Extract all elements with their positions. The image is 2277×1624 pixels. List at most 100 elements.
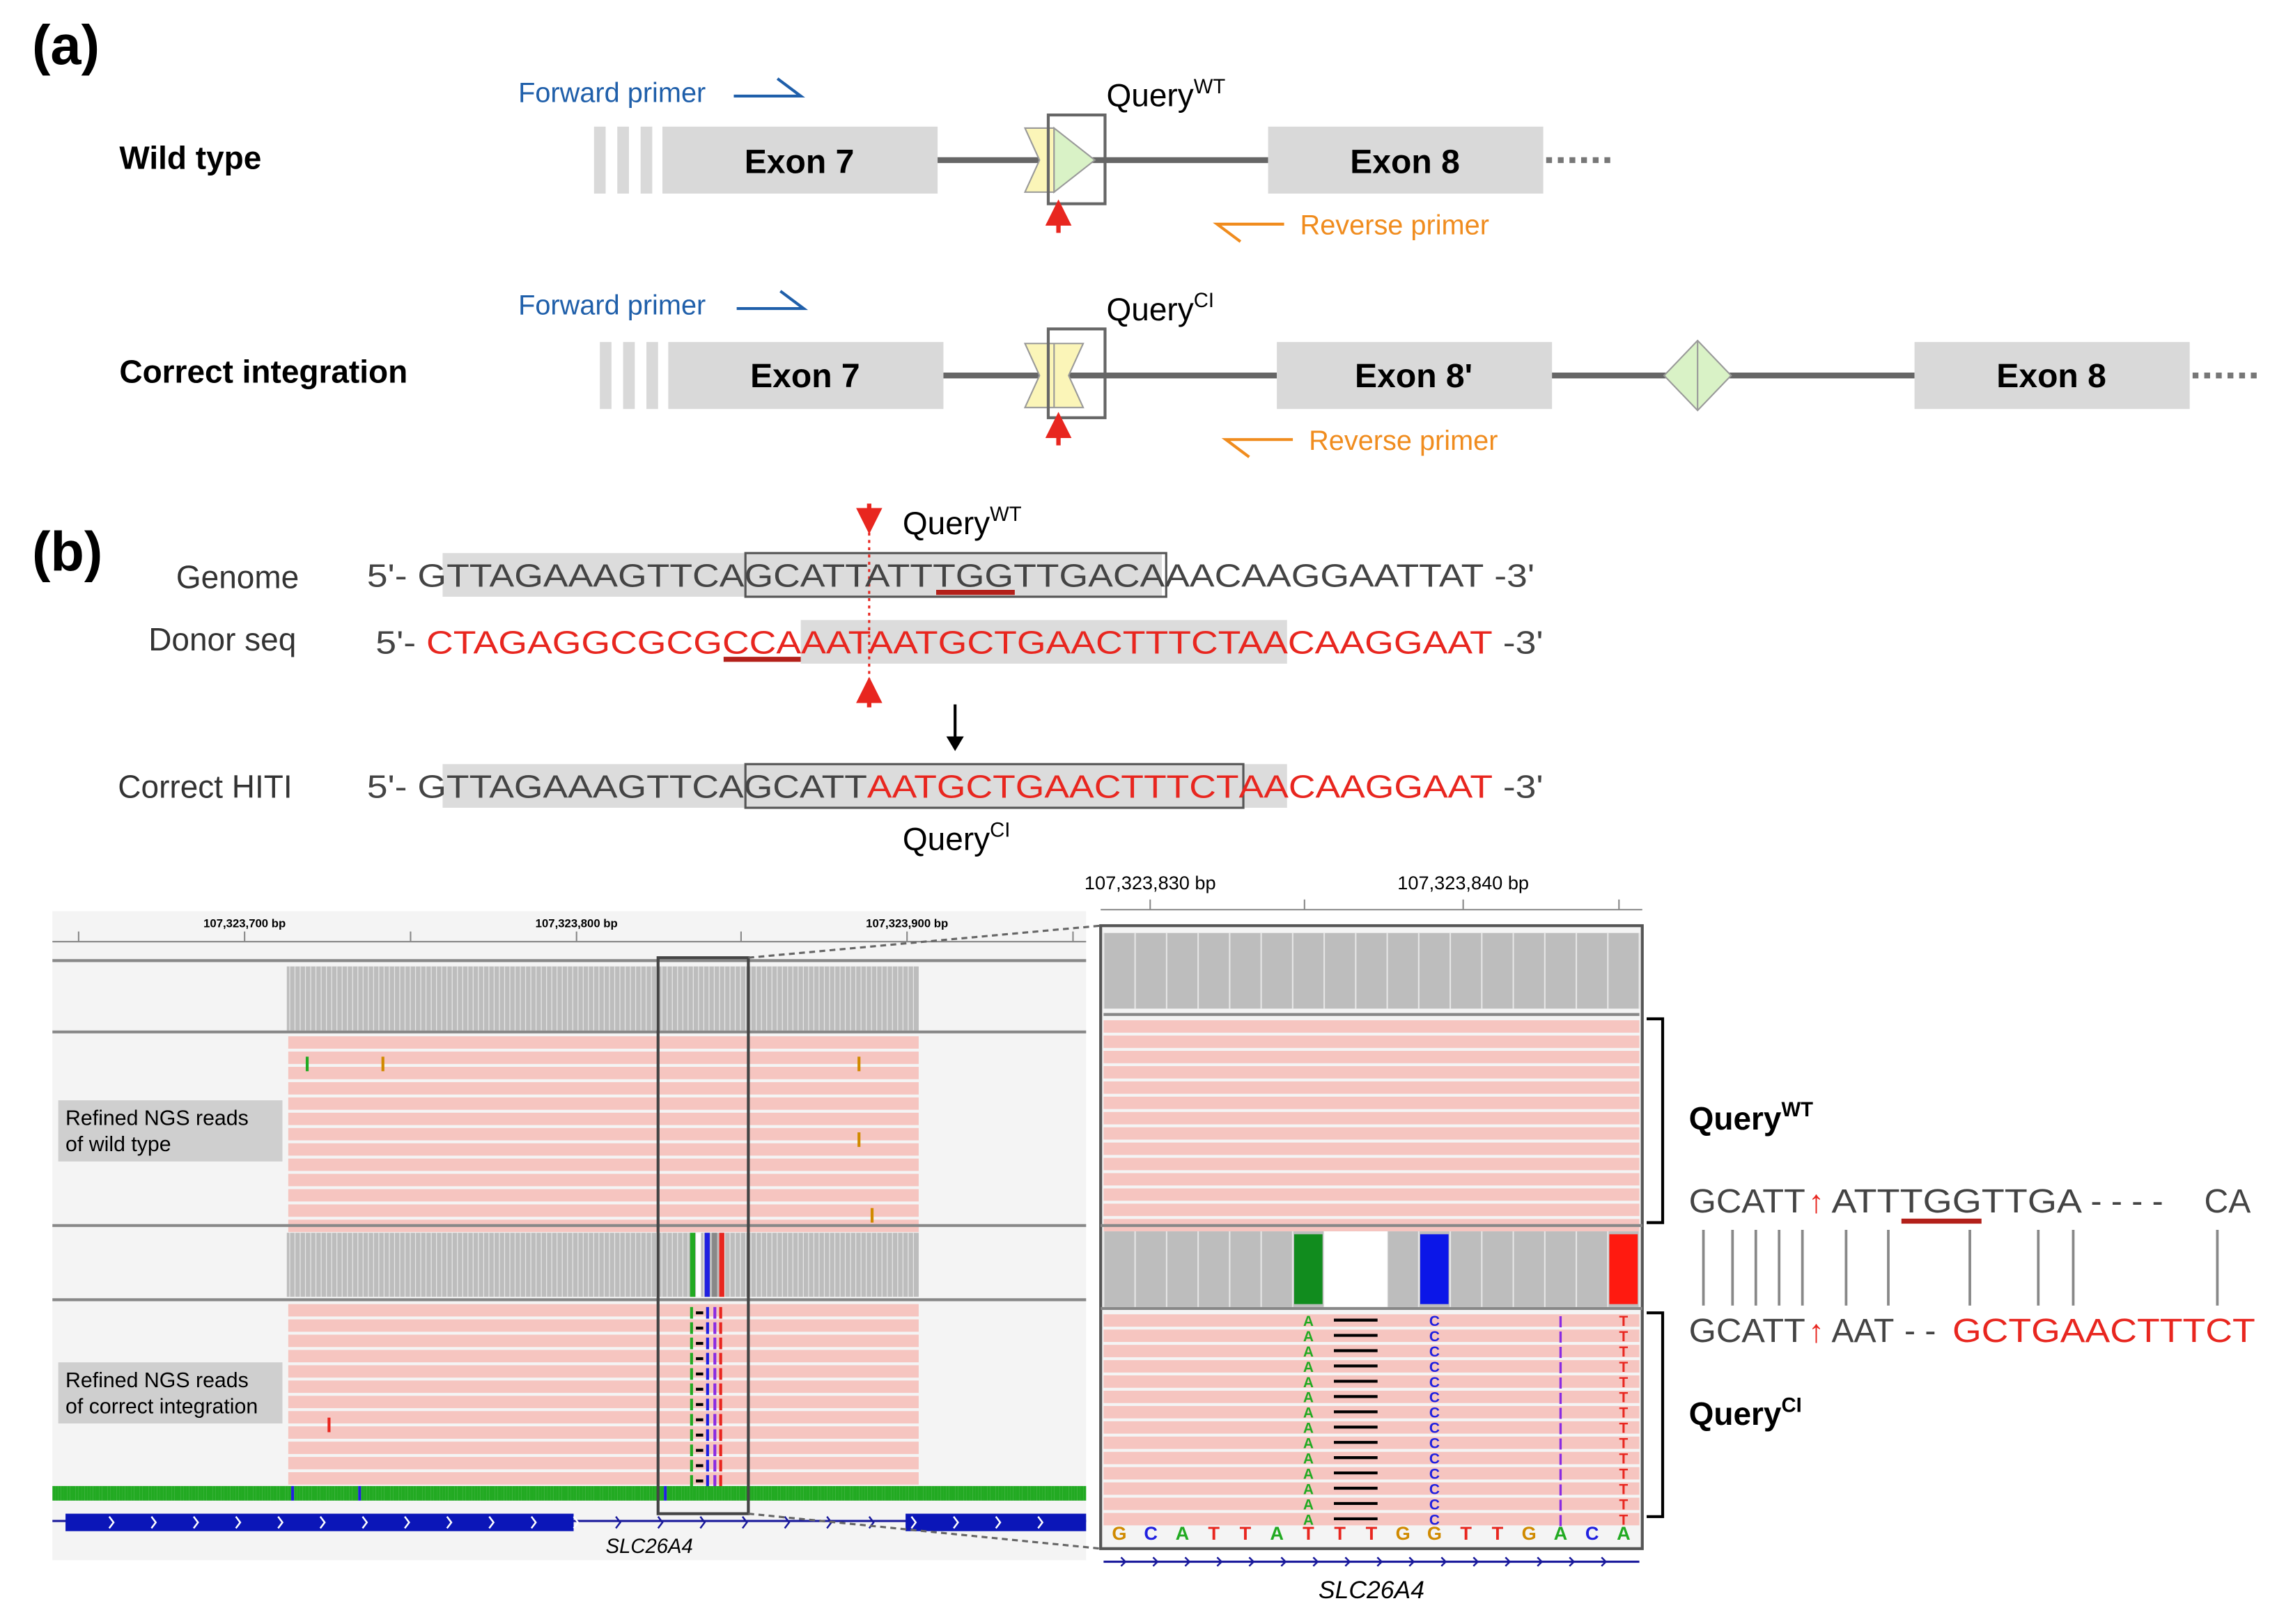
- sequence-base: [238, 1485, 242, 1501]
- read-mismatch: [706, 1306, 709, 1319]
- down-arrow-head: [946, 736, 964, 751]
- sequence-base: [139, 1485, 143, 1501]
- sequence-base: [189, 1485, 192, 1501]
- sequence-base: [570, 1485, 574, 1501]
- gene-chevron: [741, 1516, 748, 1529]
- sequence-base: [317, 1485, 320, 1501]
- read: [288, 1097, 919, 1110]
- sequence-base: [561, 1485, 565, 1501]
- sequence-base: [1039, 1485, 1043, 1501]
- sequence-base: [401, 1485, 405, 1501]
- sequence-base: [509, 1485, 513, 1501]
- sequence-base: [760, 1485, 763, 1501]
- sequence-base: [300, 1485, 303, 1501]
- sequence-base: [1019, 1485, 1023, 1501]
- sequence-base: [393, 1485, 396, 1501]
- sequence-base: [419, 1485, 423, 1501]
- sequence-base: [963, 1485, 967, 1501]
- sequence-base: [1057, 1485, 1060, 1501]
- forward-primer-label: Forward primer: [518, 77, 706, 108]
- exon-7-label: Exon 7: [750, 357, 860, 395]
- sequence-base: [1010, 1485, 1013, 1501]
- gene-chevron: [1184, 1556, 1191, 1567]
- sequence-base: [486, 1485, 490, 1501]
- read-insertion: [713, 1398, 717, 1411]
- alignment-ci-seq-b: AAT: [1831, 1312, 1894, 1350]
- sequence-base: [906, 1485, 909, 1501]
- exon-stub: [617, 126, 629, 194]
- read-base-t: T: [1619, 1375, 1629, 1391]
- sequence-base: [835, 1485, 839, 1501]
- sequence-base: [568, 1485, 571, 1501]
- sequence-base: [84, 1485, 88, 1501]
- read-insertion: [713, 1322, 717, 1334]
- sequence-base: [277, 1485, 280, 1501]
- sequence-base: [771, 1485, 775, 1501]
- sequence-base: [504, 1485, 507, 1501]
- reference-base: T: [1303, 1522, 1314, 1544]
- cut-site-green-shape: [1053, 126, 1096, 194]
- exon-8-prime-box: [1277, 342, 1553, 409]
- zoom-connector-top: [748, 924, 1101, 959]
- read: [288, 1082, 919, 1095]
- sequence-base: [326, 1485, 329, 1501]
- forward-primer-arrow: [736, 290, 809, 311]
- reference-base: C: [1144, 1522, 1158, 1544]
- sequence-base: [282, 1485, 286, 1501]
- sequence-base: [891, 1485, 894, 1501]
- sequence-base: [341, 1485, 344, 1501]
- sequence-base: [803, 1485, 807, 1501]
- read: [288, 1304, 919, 1317]
- sequence-base: [614, 1485, 618, 1501]
- sequence-base: [1022, 1485, 1025, 1501]
- sequence-base: [707, 1485, 711, 1501]
- ruler-tick-label: 107,323,840 bp: [1397, 872, 1529, 893]
- sequence-base: [1016, 1485, 1020, 1501]
- sequence-base: [938, 1485, 941, 1501]
- sequence-base: [75, 1485, 79, 1501]
- sequence-base: [1059, 1485, 1063, 1501]
- read-mismatch: [719, 1352, 722, 1365]
- reference-base: A: [1617, 1522, 1631, 1544]
- sequence-base: [398, 1485, 402, 1501]
- sequence-base: [736, 1485, 740, 1501]
- sequence-base: [203, 1485, 207, 1501]
- sequence-base: [591, 1485, 594, 1501]
- read-mismatch: [706, 1444, 709, 1457]
- sequence-base: [544, 1485, 547, 1501]
- sequence-base: [221, 1485, 224, 1501]
- read-mismatch: [690, 1368, 693, 1380]
- sequence-base: [375, 1485, 379, 1501]
- read-base-a: A: [1303, 1481, 1314, 1497]
- read-insertion: I: [1558, 1435, 1562, 1453]
- gene-chevron: [362, 1516, 368, 1529]
- read-mismatch: [690, 1444, 693, 1457]
- coverage-track-ci: [286, 1233, 919, 1297]
- sequence-base: [163, 1485, 166, 1501]
- alignment-wt-seq-b: ATTTGGTTGA: [1831, 1182, 2082, 1220]
- read-insertion: I: [1558, 1328, 1562, 1346]
- gene-chevron: [150, 1516, 157, 1529]
- sequence-base: [506, 1485, 510, 1501]
- sequence-base: [553, 1485, 557, 1501]
- sequence-base: [827, 1485, 830, 1501]
- read: [1103, 1127, 1640, 1140]
- read: [1103, 1096, 1640, 1109]
- sequence-base: [99, 1485, 102, 1501]
- coverage-mismatch: [696, 1233, 701, 1297]
- query-ci-b-label: QueryCI: [903, 820, 1010, 857]
- reference-base: T: [1240, 1522, 1252, 1544]
- read: [1103, 1020, 1640, 1033]
- sequence-base: [127, 1485, 132, 1501]
- read-base-a: A: [1303, 1359, 1314, 1375]
- gene-chevron: [657, 1516, 664, 1529]
- sequence-base: [107, 1485, 111, 1501]
- gene-chevron: [1440, 1556, 1447, 1567]
- read-base-t: T: [1619, 1405, 1629, 1421]
- sequence-base: [358, 1485, 362, 1501]
- sequence-base: [1083, 1485, 1087, 1501]
- coverage-bar: [286, 966, 919, 1031]
- sequence-base: [361, 1485, 364, 1501]
- sequence-base: [582, 1485, 586, 1501]
- sequence-base: [934, 1485, 938, 1501]
